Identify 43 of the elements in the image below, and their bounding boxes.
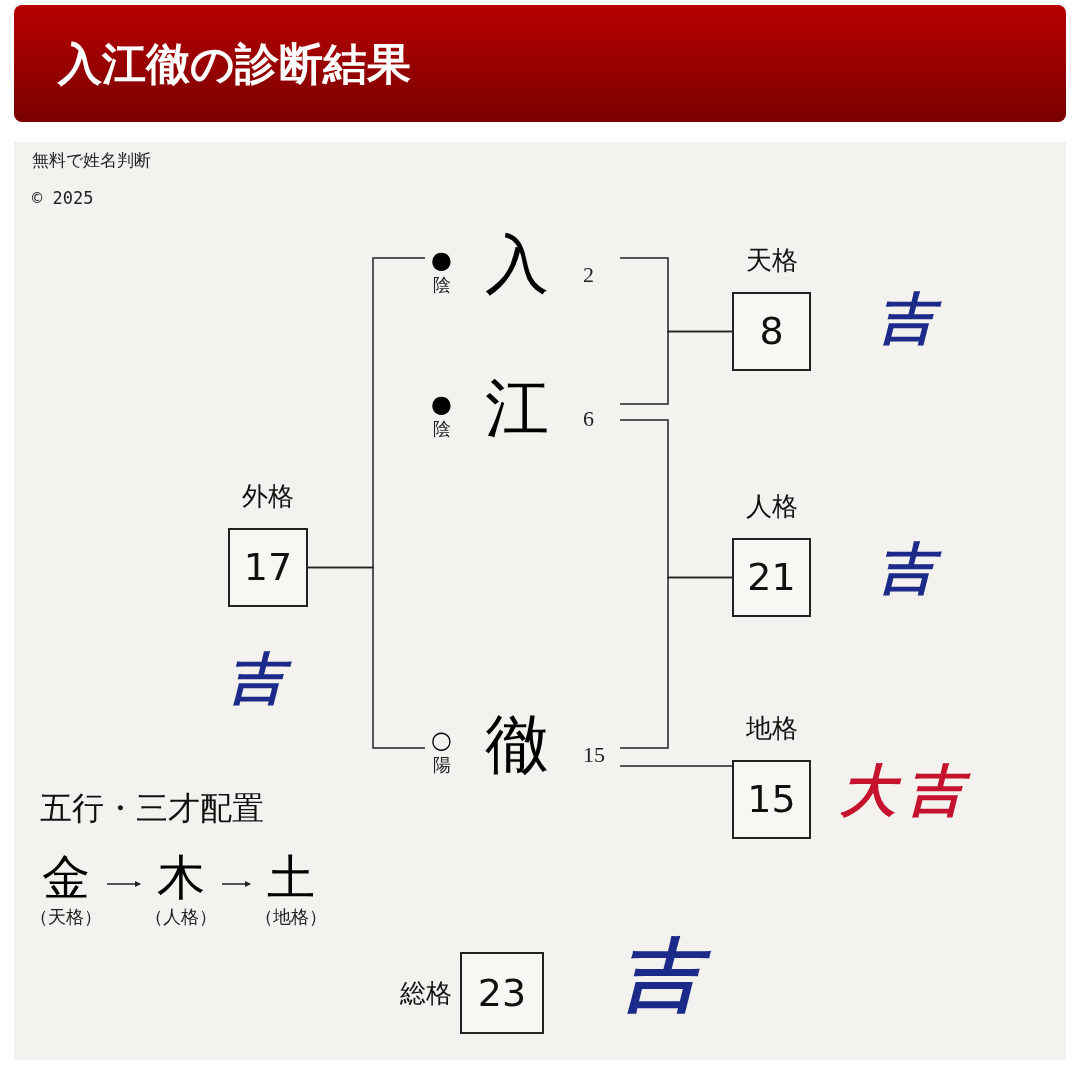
arrow	[106, 881, 141, 887]
category-heading: 地格	[745, 712, 798, 744]
bracket-line	[619, 765, 733, 767]
category-heading: 総格	[400, 976, 452, 1010]
polarity-symbol: ●	[431, 248, 452, 272]
stroke-count: 2	[583, 264, 594, 286]
category-heading: 外格	[242, 480, 294, 512]
bracket-line	[619, 576, 733, 749]
category-heading: 天格	[745, 244, 798, 276]
score-box: 15	[732, 760, 811, 839]
polarity-symbol: ○	[431, 728, 452, 752]
note-text: © 2025	[32, 190, 94, 207]
polarity-symbol: ●	[431, 392, 452, 416]
polarity-label: 陰	[433, 276, 451, 294]
bracket-line	[307, 566, 426, 749]
section-heading: 五行・三才配置	[40, 792, 264, 824]
stroke-count: 15	[583, 744, 605, 766]
element-source-label: （地格）	[255, 906, 327, 928]
fortune-mark: 大吉	[840, 762, 975, 818]
fortune-mark: 吉	[620, 935, 716, 1015]
page-title: 入江徹の診断結果	[58, 36, 411, 91]
element-source-label: （天格）	[30, 906, 102, 928]
fortune-mark: 吉	[878, 540, 946, 596]
kanji-character: 徹	[485, 712, 549, 776]
score-box: 17	[228, 528, 308, 607]
fortune-mark: 吉	[878, 290, 946, 346]
polarity-label: 陽	[433, 756, 451, 774]
kanji-character: 入	[485, 232, 549, 296]
arrow	[221, 881, 251, 887]
element-character: 金	[42, 848, 90, 906]
polarity-label: 陰	[433, 420, 451, 438]
stroke-count: 6	[583, 408, 594, 430]
kanji-character: 江	[485, 376, 549, 440]
element-character: 木	[157, 848, 205, 906]
element-character: 土	[267, 848, 315, 906]
category-heading: 人格	[745, 490, 798, 522]
score-box: 21	[732, 538, 811, 617]
score-box: 23	[460, 952, 544, 1034]
bracket-line	[619, 330, 733, 405]
fortune-mark: 吉	[228, 650, 296, 706]
element-source-label: （人格）	[145, 906, 217, 928]
note-text: 無料で姓名判断	[32, 152, 151, 169]
score-box: 8	[732, 292, 811, 371]
